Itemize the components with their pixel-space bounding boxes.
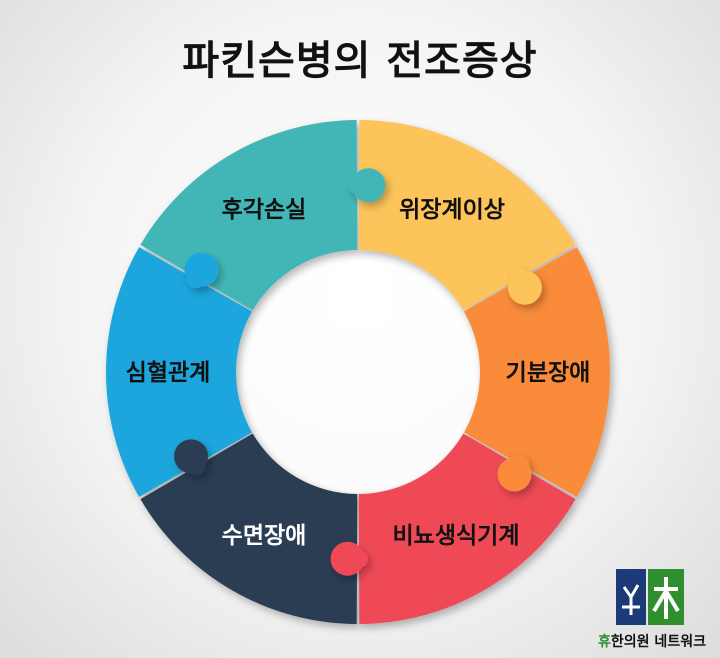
puzzle-tab-neck-5 — [186, 270, 205, 289]
logo-name: 한의원 네트워크 — [610, 634, 706, 650]
puzzle-tab-neck-6 — [348, 176, 367, 195]
segment-label-5: 심혈관계 — [126, 360, 211, 386]
puzzle-piece-5 — [106, 247, 253, 497]
clinic-logo — [616, 569, 684, 625]
puzzle-piece-1 — [358, 120, 576, 311]
puzzle-tab-neck-1 — [510, 268, 529, 287]
segment-label-6: 후각손실 — [222, 197, 307, 223]
segment-label-4: 수면장애 — [222, 523, 307, 549]
logo-text: 휴한의원 네트워크 — [592, 631, 712, 651]
logo-person-icon — [622, 584, 640, 615]
segment-label-1: 위장계이상 — [399, 197, 505, 223]
segment-label-2: 기분장애 — [506, 360, 591, 386]
puzzle-tab-neck-2 — [511, 455, 530, 474]
segment-label-3: 비뇨생식기계 — [393, 523, 520, 549]
puzzle-piece-4 — [140, 433, 358, 624]
puzzle-piece-2 — [463, 247, 610, 497]
tree-character-icon — [652, 577, 680, 619]
page-title: 파킨슨병의 전조증상 — [182, 38, 538, 84]
logo-brand: 휴 — [598, 634, 611, 650]
ring-center — [238, 252, 478, 492]
puzzle-tab-neck-3 — [349, 549, 368, 568]
puzzle-tab-neck-4 — [187, 457, 206, 476]
